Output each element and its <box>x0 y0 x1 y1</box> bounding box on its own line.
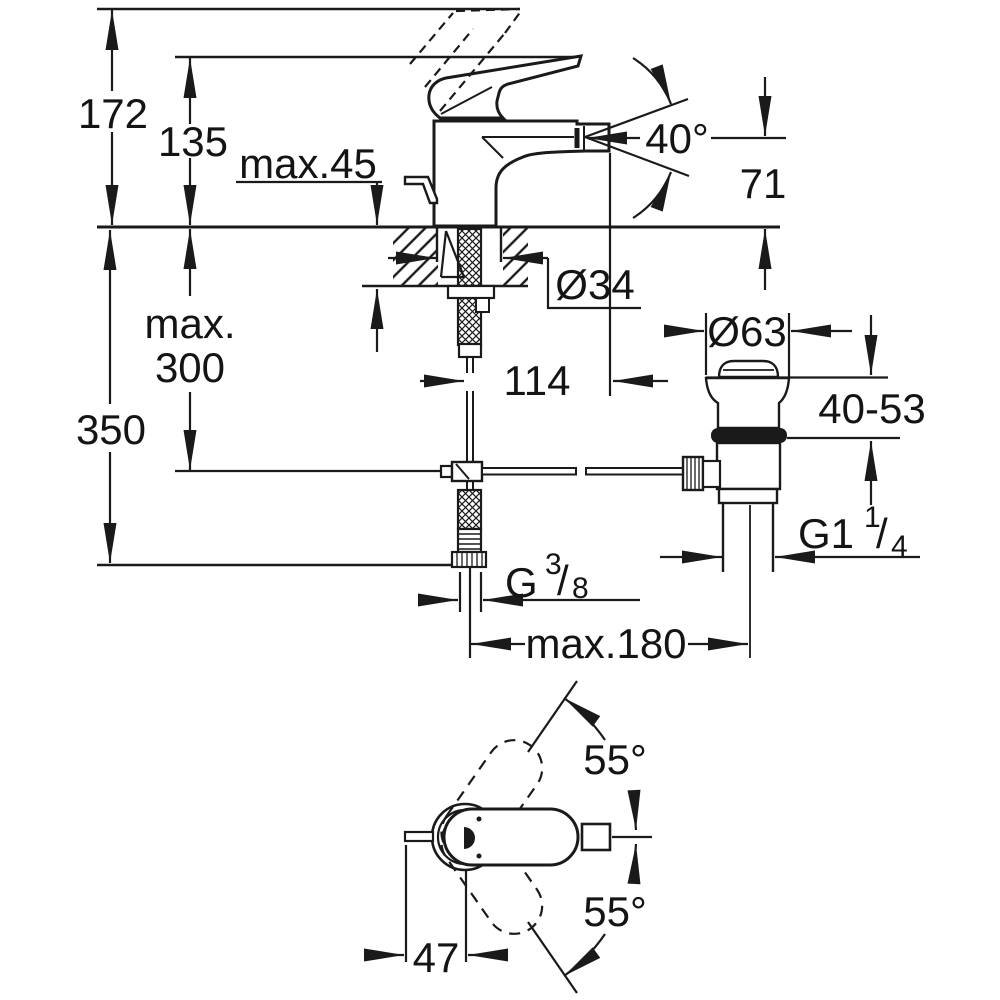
dim-label-114: 114 <box>504 357 571 404</box>
detail-dot-bottom <box>476 853 482 859</box>
handle-raised-dashed <box>409 7 522 112</box>
dim-label-max45: max.45 <box>239 140 377 187</box>
dim-label-max180: max.180 <box>525 620 686 667</box>
aerator-icon <box>574 126 585 150</box>
dim-label-max: max. <box>144 300 235 347</box>
dimensions: 172 135 max.45 40° <box>76 10 926 667</box>
dim-label-g38-sub: 8 <box>572 572 589 605</box>
dim-label-47: 47 <box>413 934 460 981</box>
dim-label-g38-sup: 3 <box>545 548 562 581</box>
dim-overall-below: 350 <box>76 230 146 563</box>
dim-clamping-range: 40-53 <box>706 315 926 505</box>
dim-drain-thread: G1 1 / 4 <box>660 501 920 564</box>
dim-label-55-down: 55° <box>583 888 647 935</box>
handle <box>427 54 584 120</box>
dim-swivel-down: 55° <box>527 843 647 994</box>
drain-assembly <box>681 359 791 658</box>
dim-waste-diameter: Ø63 <box>664 308 852 377</box>
pop-up-knob <box>403 175 439 205</box>
dim-hose-length: max. 300 <box>144 229 236 470</box>
dim-label-40-53: 40-53 <box>818 385 925 432</box>
dim-label-55-up: 55° <box>583 736 647 783</box>
dim-label-o63: Ø63 <box>707 308 786 355</box>
dim-spout-height: 71 <box>711 77 786 290</box>
dim-label-71: 71 <box>740 160 787 207</box>
dim-hole-diameter: Ø34 <box>388 251 641 310</box>
dim-swivel-up: 55° <box>527 680 647 831</box>
spout-top-view <box>580 822 612 852</box>
dim-label-172: 172 <box>78 90 148 137</box>
dim-label-300: 300 <box>155 344 225 391</box>
top-view: 55° 55° 47 <box>364 680 652 994</box>
handle-top-view <box>442 807 580 867</box>
dim-label-135: 135 <box>158 118 228 165</box>
lever-mark <box>464 827 475 849</box>
dim-rod-offset: 47 <box>364 845 508 981</box>
dim-total-height: 172 <box>78 10 148 225</box>
dim-label-g114-base: G1 <box>798 510 854 557</box>
dim-label-o34: Ø34 <box>555 261 634 308</box>
dim-center-to-waste: max.180 <box>468 568 748 667</box>
dim-hose-thread: G 3 / 8 <box>418 548 640 612</box>
faucet-body <box>403 119 611 228</box>
dim-spout-reach: 114 <box>420 357 668 404</box>
dim-label-40deg: 40° <box>645 115 709 162</box>
mounting-shank <box>435 227 503 359</box>
dim-spout-angle: 40° <box>584 57 709 219</box>
detail-dot-top <box>476 816 482 822</box>
dim-label-g38-base: G <box>505 559 538 606</box>
dim-deck-thickness: max.45 <box>236 140 384 352</box>
dim-label-350: 350 <box>76 406 146 453</box>
dim-label-g114-sub: 4 <box>891 530 908 563</box>
handle-swivel-dashed-up <box>440 739 544 862</box>
dim-label-g114-slash: / <box>876 510 888 557</box>
knurled-knob <box>681 455 705 492</box>
o-ring <box>711 428 787 443</box>
handle-swivel-dashed-down <box>440 812 544 935</box>
dim-label-g114-sup: 1 <box>864 501 881 534</box>
dim-body-height: 135 <box>158 58 228 225</box>
dim-label-g38-slash: / <box>557 557 569 604</box>
supply-hose <box>439 357 488 569</box>
pop-up-rod <box>481 467 685 476</box>
side-view: 172 135 max.45 40° <box>76 7 926 667</box>
rod-top-view <box>403 830 435 843</box>
